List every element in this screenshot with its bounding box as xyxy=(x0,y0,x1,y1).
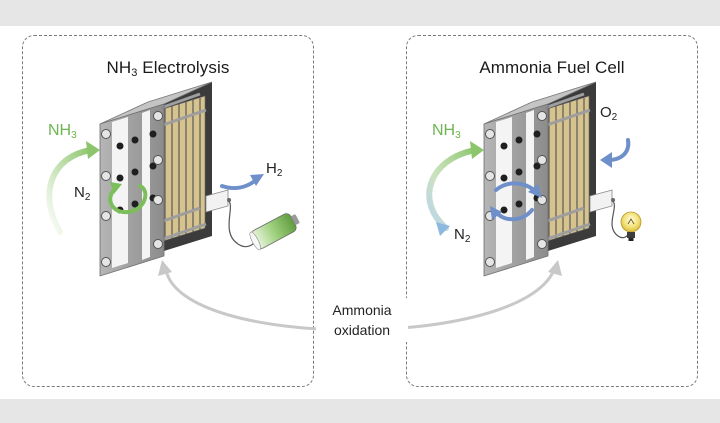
nh3-label-left: NH3 xyxy=(48,122,77,141)
o2-label: O2 xyxy=(600,104,618,123)
fuel-cell-reaction-arrows xyxy=(490,181,542,222)
ammonia-oxidation-label: Ammonia oxidation xyxy=(316,298,408,342)
recirculation-arrow xyxy=(108,182,148,215)
battery-icon xyxy=(227,198,300,251)
nh3-input-arrow xyxy=(46,141,100,235)
electrolysis-panel xyxy=(22,35,314,387)
electrolysis-cell-stack xyxy=(99,81,229,277)
nh3-fuel-arrow xyxy=(426,141,484,236)
h2-output-arrow xyxy=(220,174,264,190)
o2-input-arrow xyxy=(600,138,631,168)
fuel-cell-stack xyxy=(483,81,613,277)
nh3-label-right: NH3 xyxy=(432,122,461,141)
center-label-line2: oxidation xyxy=(333,322,391,338)
center-label-line1: Ammonia xyxy=(332,302,392,318)
fuel-cell-panel xyxy=(406,35,698,387)
h2-label: H2 xyxy=(266,160,283,179)
light-bulb-icon xyxy=(611,198,642,241)
n2-label-left: N2 xyxy=(74,184,91,203)
electrolysis-title: NH3 Electrolysis xyxy=(106,58,230,79)
n2-label-right: N2 xyxy=(454,226,471,245)
fuel-cell-title: Ammonia Fuel Cell xyxy=(479,58,625,77)
